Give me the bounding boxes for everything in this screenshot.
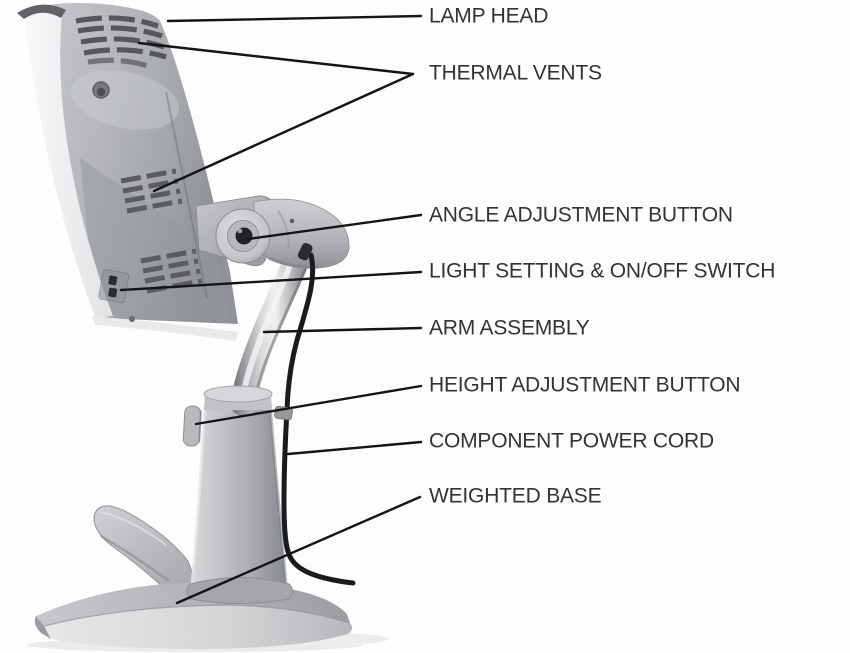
- weighted-base-rear-leg: [93, 505, 197, 589]
- column-foot: [186, 577, 294, 604]
- label-light-setting-switch: LIGHT SETTING & ON/OFF SWITCH: [429, 259, 776, 283]
- leader-thermal-vents-lower: [152, 72, 415, 193]
- label-arm-assembly: ARM ASSEMBLY: [429, 316, 590, 340]
- column-cap: [203, 385, 273, 410]
- leader-height-adjustment: [194, 384, 423, 426]
- label-angle-adjustment-button: ANGLE ADJUSTMENT BUTTON: [429, 203, 733, 227]
- label-lamp-head: LAMP HEAD: [429, 4, 549, 28]
- column: [190, 404, 288, 585]
- arm-assembly: [230, 250, 308, 416]
- leader-lamp-head: [166, 14, 423, 23]
- light-setting-switch: [98, 269, 130, 304]
- leader-arm-assembly: [262, 326, 423, 334]
- lamp-head: [17, 2, 238, 341]
- leader-thermal-vents-upper: [137, 41, 415, 76]
- leader-power-cord: [286, 440, 423, 456]
- label-height-adjustment-button: HEIGHT ADJUSTMENT BUTTON: [429, 373, 741, 397]
- leader-weighted-base: [175, 495, 422, 605]
- leader-lines: [119, 14, 423, 605]
- height-adjustment-button: [182, 405, 202, 447]
- leader-light-setting: [119, 270, 423, 292]
- thermal-vents-middle: [120, 168, 183, 214]
- label-weighted-base: WEIGHTED BASE: [429, 484, 602, 508]
- leader-angle-adjustment: [246, 213, 423, 241]
- screw-hole: [92, 81, 110, 99]
- label-thermal-vents: THERMAL VENTS: [429, 61, 602, 85]
- angle-adjustment-button: [215, 208, 271, 264]
- label-component-power-cord: COMPONENT POWER CORD: [429, 429, 714, 453]
